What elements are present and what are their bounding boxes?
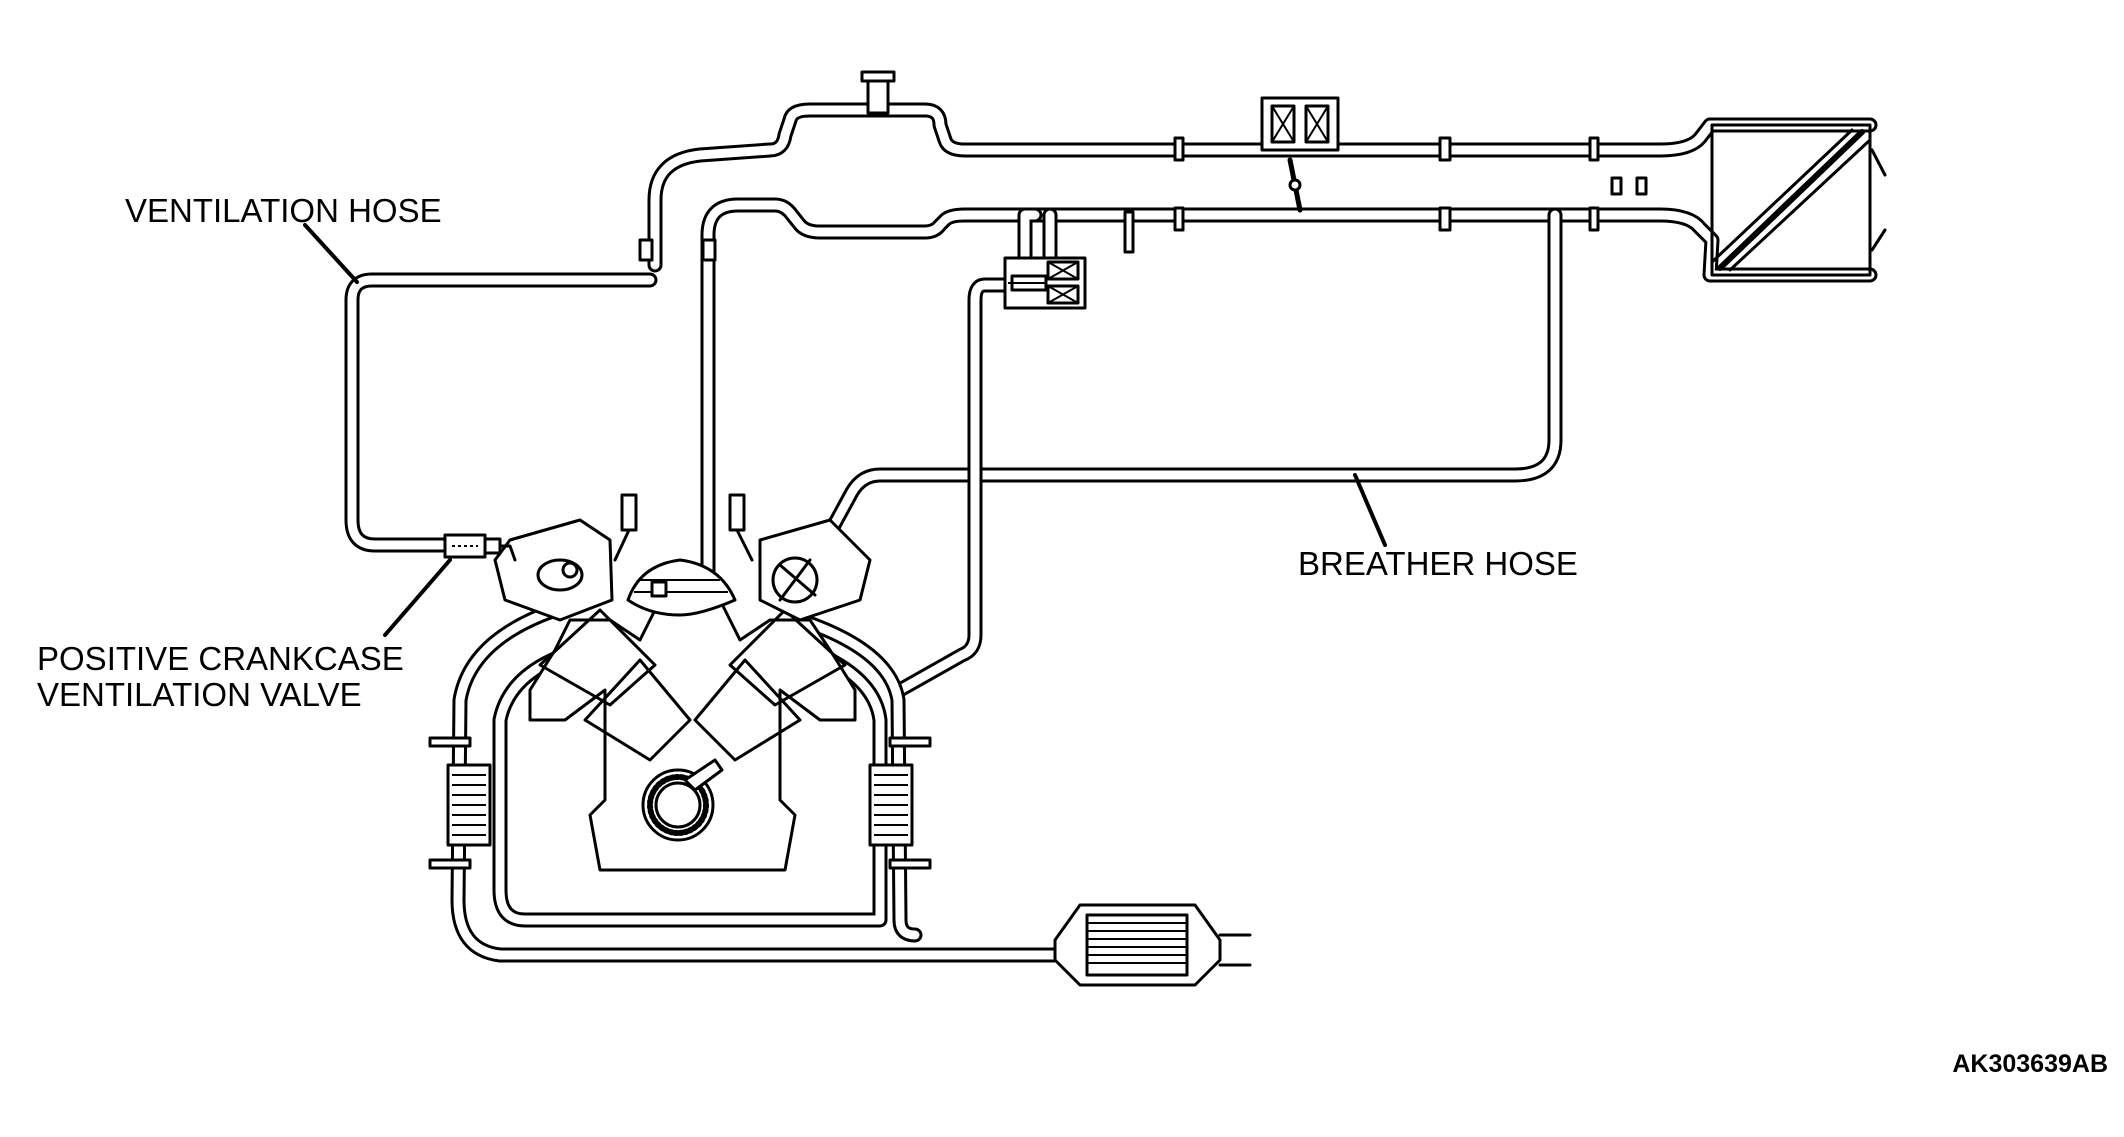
duct-joint-collars [638, 136, 1600, 262]
breather-hose [807, 207, 1563, 568]
label-pcv-valve-line2: VENTILATION VALVE [37, 676, 362, 713]
leader-ventilation-hose [303, 223, 359, 284]
label-ventilation-hose: VENTILATION HOSE [125, 192, 442, 229]
idle-air-control-box [1260, 96, 1340, 152]
engine-block [450, 493, 1063, 963]
figure-code: AK303639AB [1952, 1050, 2108, 1078]
ventilation-hose [344, 272, 658, 553]
leader-pcv-valve [383, 558, 452, 637]
purge-control-solenoid [1003, 256, 1087, 310]
catalytic-converter [1053, 903, 1252, 987]
purge-line [892, 277, 1018, 698]
throttle-valve [1287, 157, 1303, 213]
sensor-slot [1610, 176, 1623, 196]
label-pcv-valve-line1: POSITIVE CRANKCASE [37, 640, 404, 677]
label-breather-hose: BREATHER HOSE [1298, 545, 1578, 582]
air-cleaner [1710, 123, 1887, 277]
leader-breather-hose [1353, 473, 1387, 547]
sensor-slot [1635, 176, 1648, 196]
intake-duct-lower-wall [700, 197, 1878, 618]
pcv-valve [443, 533, 517, 562]
left-exhaust-catalyst [428, 736, 492, 870]
filler-neck [866, 76, 890, 115]
right-exhaust-catalyst [868, 736, 932, 870]
